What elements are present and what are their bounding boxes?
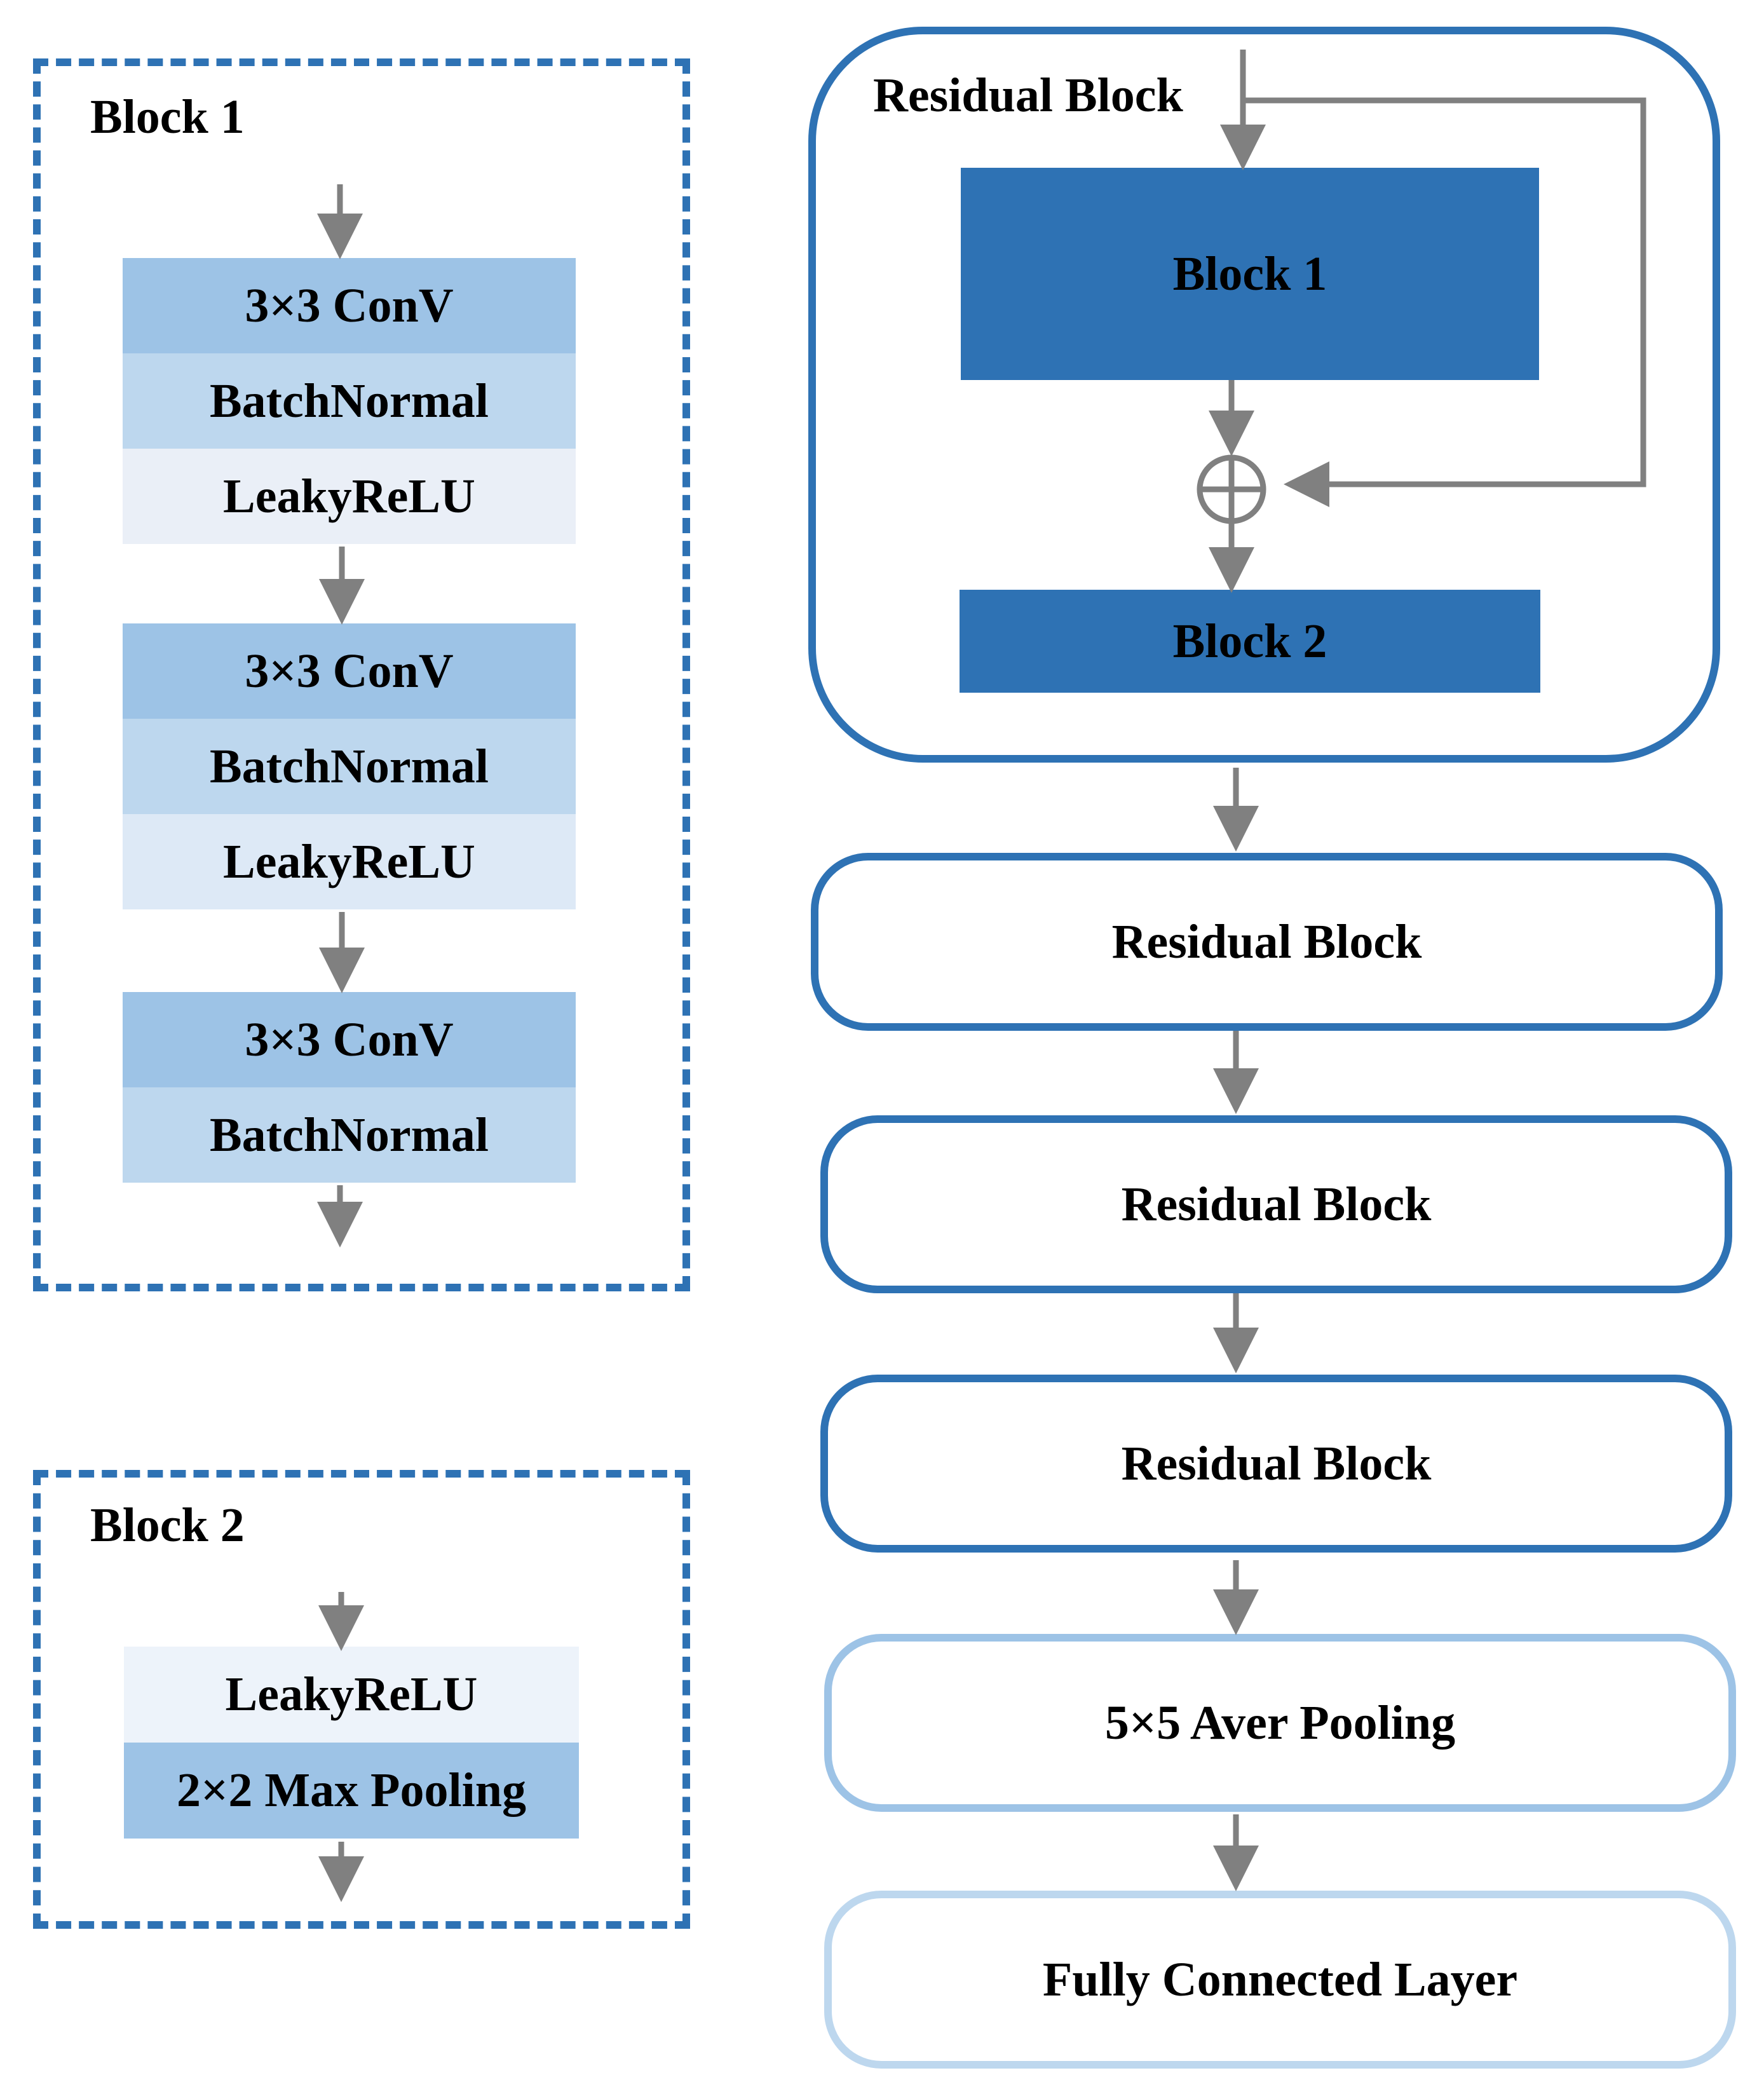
- residual-block-2: Residual Block: [820, 1115, 1732, 1293]
- average-pooling-layer: 5×5 Aver Pooling: [824, 1634, 1736, 1812]
- residual-inner-block1: Block 1: [961, 168, 1539, 380]
- residual-block-3: Residual Block: [820, 1375, 1732, 1553]
- block1-leakyrelu-2: LeakyReLU: [123, 814, 576, 909]
- block1-batchnorm-2: BatchNormal: [123, 719, 576, 814]
- block1-container: [33, 58, 690, 1291]
- skip-connection: [1243, 97, 1646, 507]
- block1-batchnorm-1: BatchNormal: [123, 353, 576, 449]
- block1-conv-3: 3×3 ConV: [123, 992, 576, 1087]
- block1-batchnorm-3: BatchNormal: [123, 1087, 576, 1183]
- block2-title: Block 2: [90, 1499, 245, 1552]
- block1-title: Block 1: [90, 90, 245, 144]
- block2-container: [33, 1470, 690, 1929]
- block2-leakyrelu: LeakyReLU: [124, 1647, 579, 1743]
- block1-conv-1: 3×3 ConV: [123, 258, 576, 353]
- block1-leakyrelu-1: LeakyReLU: [123, 449, 576, 544]
- fully-connected-layer: Fully Connected Layer: [824, 1891, 1736, 2069]
- block1-conv-2: 3×3 ConV: [123, 623, 576, 719]
- block2-maxpool: 2×2 Max Pooling: [124, 1743, 579, 1839]
- residual-block-1: Residual Block: [811, 853, 1723, 1031]
- residual-inner-block2: Block 2: [960, 590, 1540, 693]
- residual-block-detail-title: Residual Block: [873, 69, 1183, 122]
